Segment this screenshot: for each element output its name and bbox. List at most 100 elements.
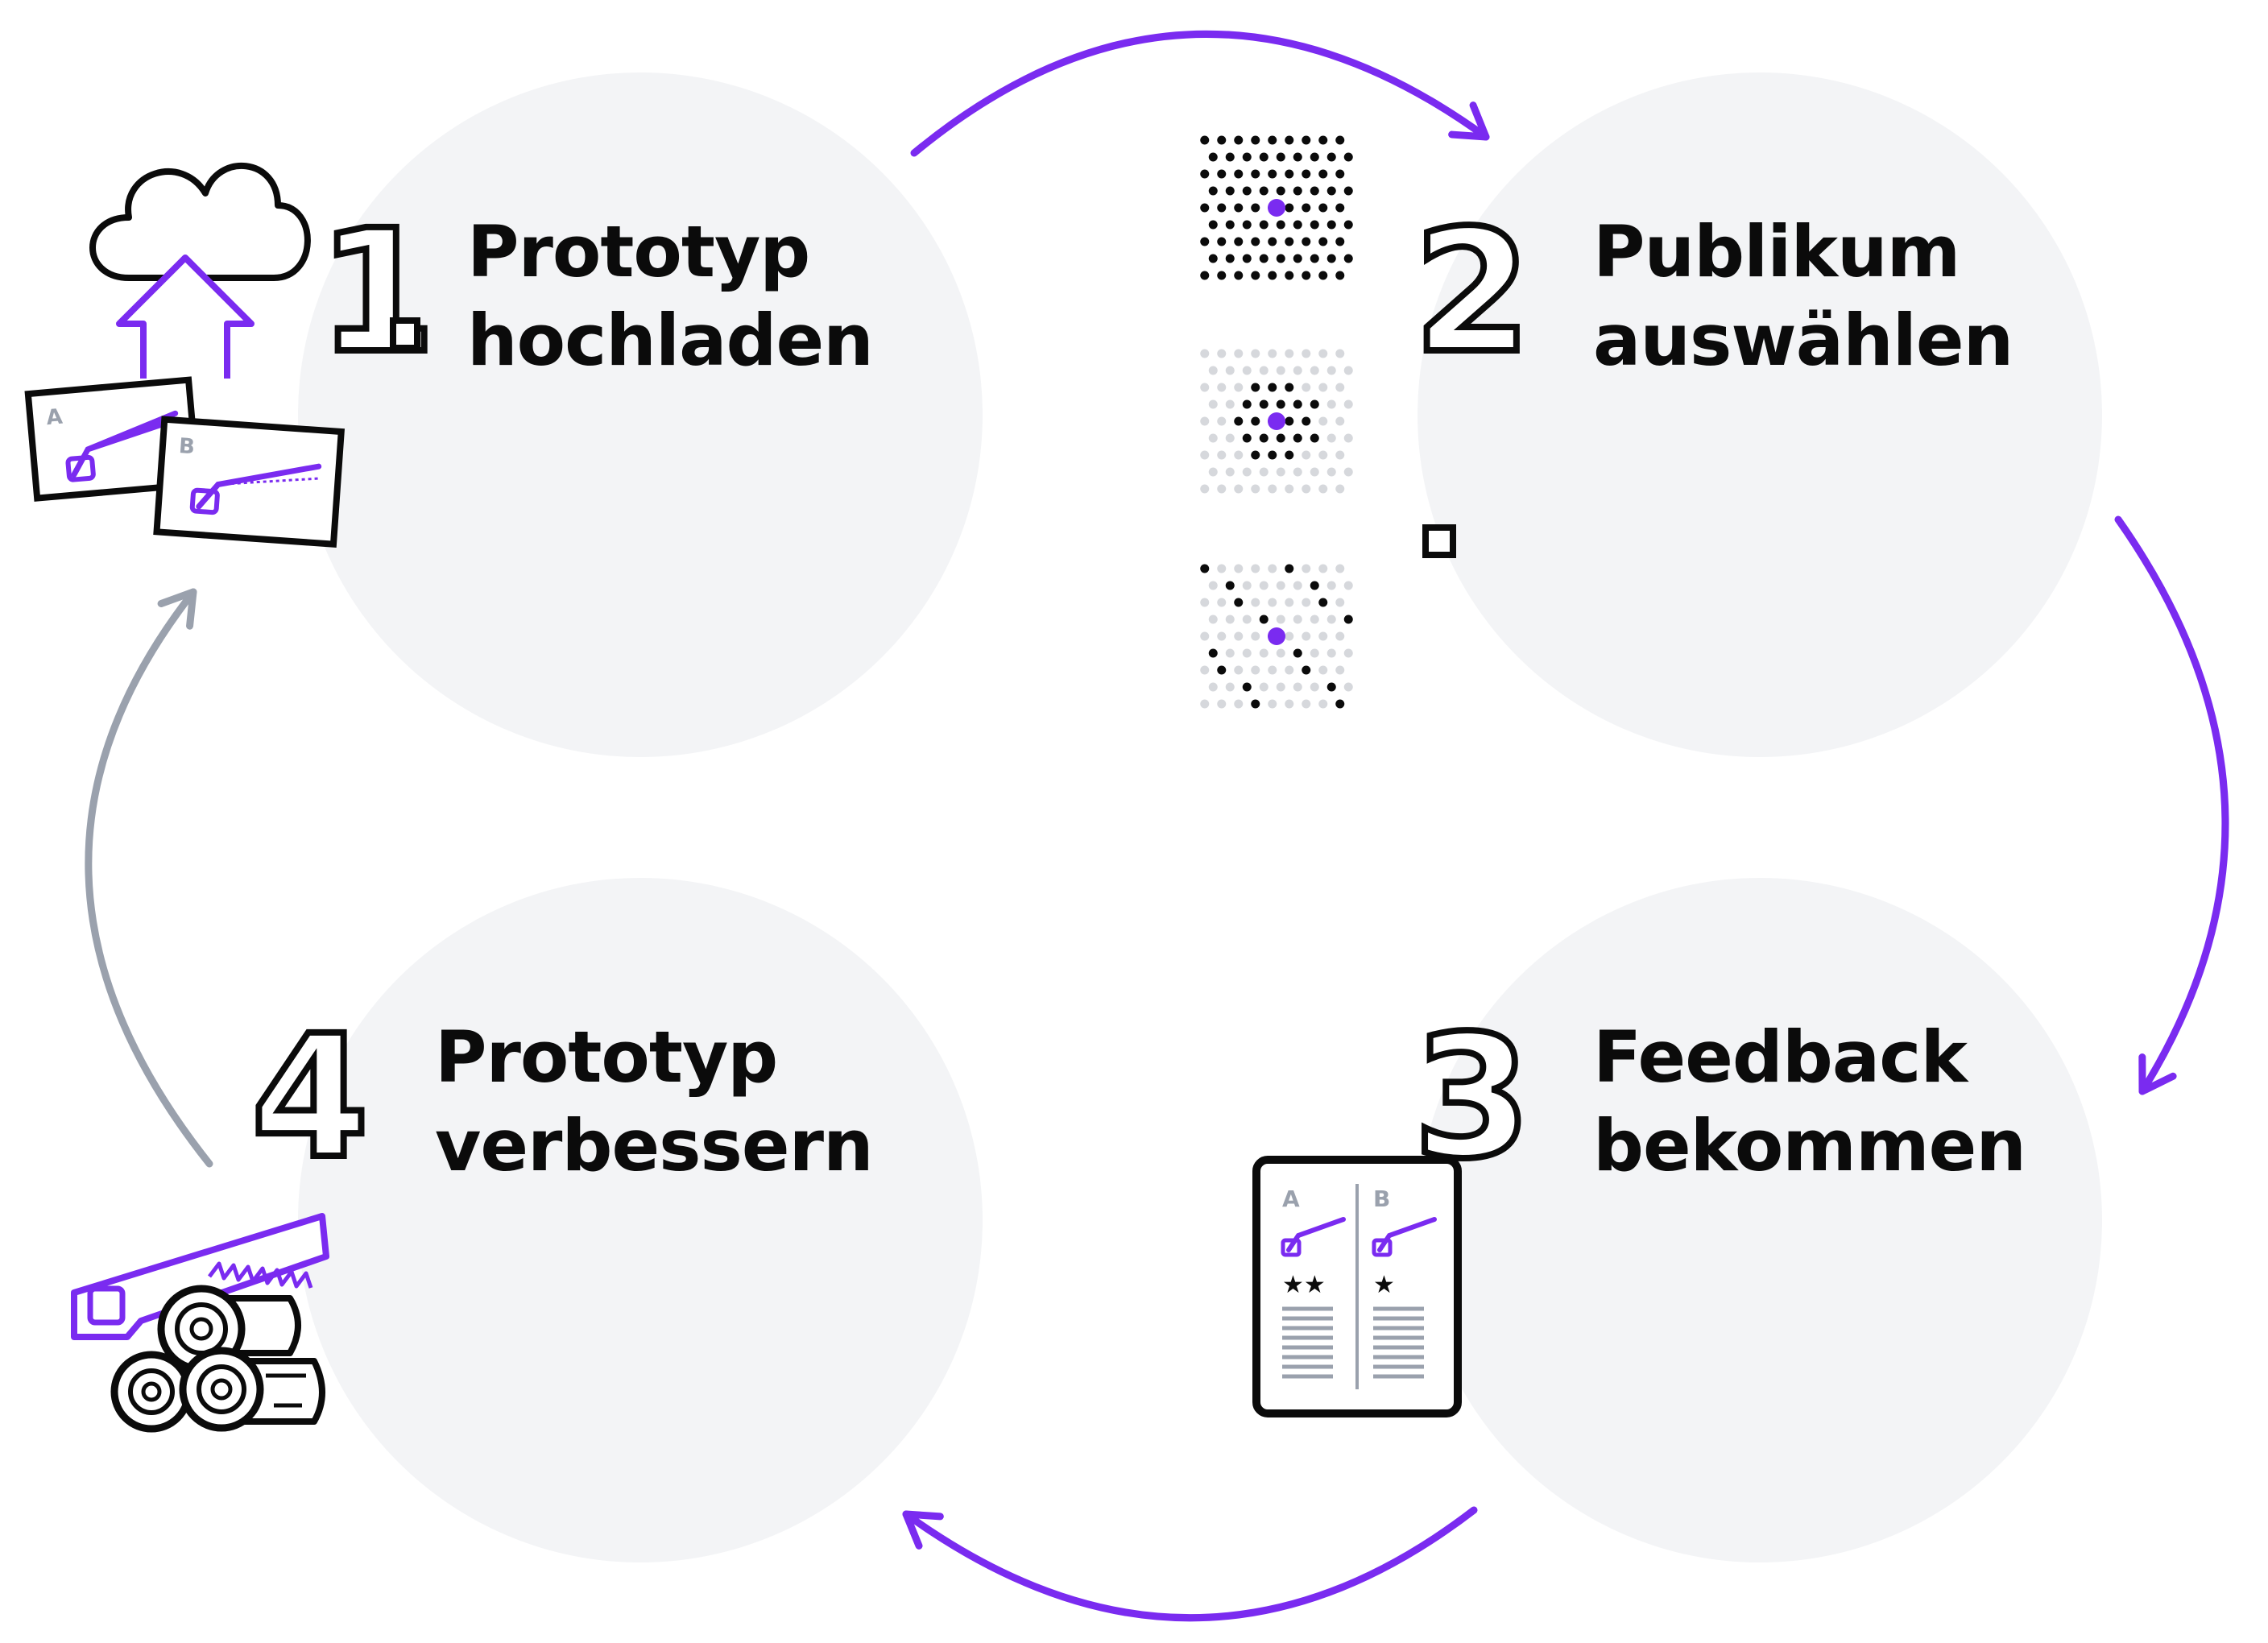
audience-dot xyxy=(1293,399,1302,409)
audience-dot xyxy=(1343,615,1353,624)
audience-dot xyxy=(1242,366,1252,375)
audience-dot xyxy=(1259,152,1269,162)
audience-dot xyxy=(1251,237,1260,246)
audience-dot xyxy=(1302,450,1311,460)
step-2-line-2: auswählen xyxy=(1593,299,2013,382)
audience-dot xyxy=(1293,648,1302,658)
step-1-number: 1 xyxy=(318,193,436,391)
audience-dot xyxy=(1208,433,1218,443)
audience-dot xyxy=(1208,682,1218,692)
audience-dot xyxy=(1200,416,1210,426)
audience-dot xyxy=(1217,349,1227,358)
audience-dot xyxy=(1335,699,1345,709)
audience-dot xyxy=(1285,203,1294,213)
audience-dot xyxy=(1318,450,1328,460)
step-1-circle xyxy=(298,72,983,757)
audience-dot xyxy=(1276,581,1285,590)
audience-dot xyxy=(1302,349,1311,358)
audience-dot xyxy=(1318,484,1328,494)
audience-dot xyxy=(1268,383,1277,392)
audience-dot xyxy=(1318,665,1328,675)
audience-dot xyxy=(1268,484,1277,494)
audience-dot xyxy=(1268,665,1277,675)
audience-dot xyxy=(1276,254,1285,263)
audience-dot xyxy=(1251,416,1260,426)
step-1-line-2: hochladen xyxy=(467,299,874,382)
audience-dot xyxy=(1259,581,1269,590)
audience-dot xyxy=(1326,254,1336,263)
audience-dot xyxy=(1200,564,1210,573)
audience-dot xyxy=(1276,682,1285,692)
audience-dot xyxy=(1217,598,1227,607)
audience-dot xyxy=(1200,135,1210,145)
audience-dot xyxy=(1268,699,1277,709)
audience-dot xyxy=(1234,135,1244,145)
audience-center-dot xyxy=(1268,627,1285,645)
audience-dot xyxy=(1318,564,1328,573)
audience-dot xyxy=(1208,467,1218,477)
audience-dot xyxy=(1310,366,1319,375)
audience-dot xyxy=(1225,467,1235,477)
column-a-letter: A xyxy=(1282,1186,1300,1212)
audience-dot xyxy=(1225,399,1235,409)
audience-dot xyxy=(1268,598,1277,607)
step-3-line-2: bekommen xyxy=(1593,1104,2026,1187)
audience-dot xyxy=(1310,467,1319,477)
audience-dot xyxy=(1242,682,1252,692)
audience-dot xyxy=(1285,665,1294,675)
audience-dot xyxy=(1225,682,1235,692)
audience-dot xyxy=(1268,169,1277,179)
audience-dot xyxy=(1318,271,1328,280)
arrow-3-to-4 xyxy=(902,1506,1478,1622)
audience-dot xyxy=(1285,564,1294,573)
audience-dot xyxy=(1225,433,1235,443)
audience-dot xyxy=(1276,615,1285,624)
step-2-circle xyxy=(1418,72,2102,757)
audience-dot xyxy=(1302,271,1311,280)
audience-dot xyxy=(1343,186,1353,196)
audience-dot xyxy=(1225,648,1235,658)
audience-dot xyxy=(1234,383,1244,392)
audience-dot xyxy=(1335,203,1345,213)
audience-dot xyxy=(1234,450,1244,460)
audience-dot xyxy=(1268,564,1277,573)
audience-dot xyxy=(1251,349,1260,358)
audience-dot xyxy=(1234,631,1244,641)
audience-dot xyxy=(1335,169,1345,179)
audience-dot xyxy=(1259,220,1269,230)
audience-dot xyxy=(1285,169,1294,179)
step-4-line-2: verbessern xyxy=(435,1104,874,1187)
audience-dot xyxy=(1285,598,1294,607)
step-2-line-1: Publikum xyxy=(1593,210,1960,293)
audience-dot xyxy=(1259,648,1269,658)
step-2-number: 2 xyxy=(1413,193,1531,391)
audience-dot xyxy=(1276,399,1285,409)
audience-dot xyxy=(1242,220,1252,230)
step-3-label: Feedback bekommen xyxy=(1593,1013,2026,1190)
audience-dot xyxy=(1234,169,1244,179)
audience-dot xyxy=(1200,665,1210,675)
audience-dot xyxy=(1225,615,1235,624)
audience-dot xyxy=(1335,416,1345,426)
audience-dot xyxy=(1208,152,1218,162)
arrow-2-to-3 xyxy=(2114,515,2229,1095)
card-a-letter: A xyxy=(45,405,64,431)
audience-dot xyxy=(1251,699,1260,709)
audience-dot xyxy=(1310,220,1319,230)
audience-dot xyxy=(1293,220,1302,230)
audience-dot xyxy=(1217,699,1227,709)
audience-dot xyxy=(1200,598,1210,607)
audience-dot xyxy=(1251,271,1260,280)
audience-dot xyxy=(1242,648,1252,658)
audience-dot xyxy=(1276,366,1285,375)
audience-dot xyxy=(1242,254,1252,263)
audience-dot xyxy=(1335,484,1345,494)
audience-dot xyxy=(1293,254,1302,263)
audience-dot xyxy=(1200,169,1210,179)
step-3-number: 3 xyxy=(1413,999,1531,1196)
audience-dot xyxy=(1326,648,1336,658)
audience-dot xyxy=(1285,631,1294,641)
audience-dot xyxy=(1318,349,1328,358)
audience-dot xyxy=(1251,383,1260,392)
audience-dot xyxy=(1285,450,1294,460)
